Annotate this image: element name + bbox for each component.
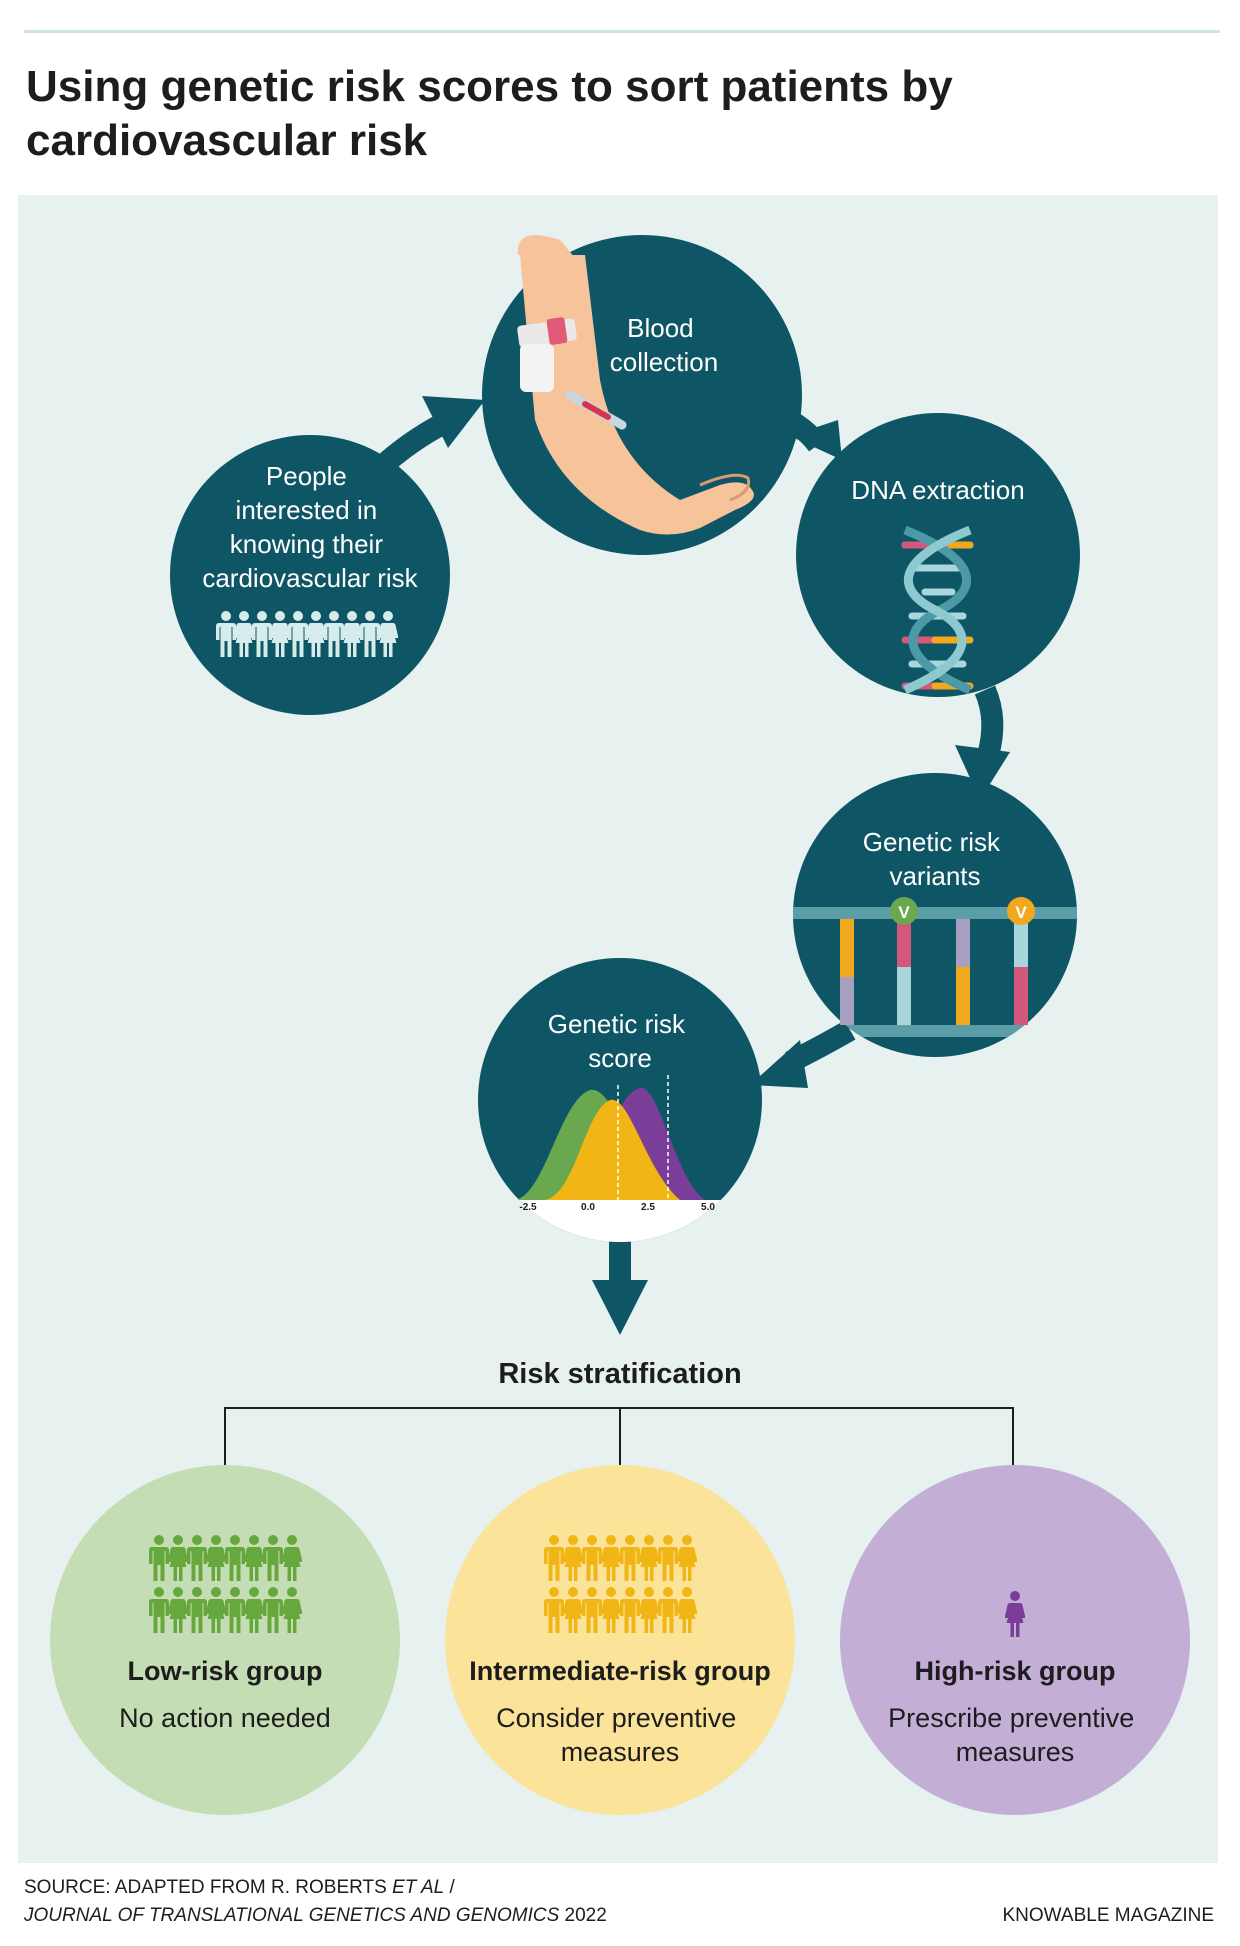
tick-label: -2.5 (519, 1202, 537, 1213)
step-blood-collection: Blood collection (482, 235, 802, 555)
variant-marker-label: V (898, 903, 910, 922)
rung (897, 967, 911, 1025)
source-line1-prefix: SOURCE: ADAPTED FROM R. ROBERTS (24, 1877, 393, 1898)
variant-marker-label: V (1015, 903, 1027, 922)
step-dna-extraction: DNA extraction (796, 413, 1080, 697)
arrow-heads (422, 396, 1010, 1335)
step-people: People interested in knowing their cardi… (170, 435, 450, 715)
arrowhead-3 (955, 745, 1010, 800)
dna-label: DNA extraction (851, 475, 1024, 505)
arrowhead-4 (750, 1040, 808, 1088)
variant-marker-green (890, 897, 918, 925)
arm-shape (520, 255, 754, 535)
blood-label: Blood collection (610, 313, 718, 377)
step-genetic-risk-score: Genetic risk score -2.5 0.0 2.5 5.0 (478, 958, 762, 1242)
arm-illustration (517, 235, 754, 535)
arrowhead-2 (790, 420, 842, 460)
source-credit: SOURCE: ADAPTED FROM R. ROBERTS ET AL / … (24, 1874, 607, 1930)
tourniquet-clip (546, 317, 568, 345)
arm-top (517, 235, 575, 258)
variant-ladder (793, 907, 1077, 1037)
ladder-rail-bottom (793, 1025, 1077, 1037)
top-rule (24, 30, 1220, 33)
page-title: Using genetic risk scores to sort patien… (26, 62, 953, 165)
intermediate-risk-title: Intermediate-risk group (469, 1656, 771, 1686)
rung (1014, 967, 1028, 1025)
low-risk-title: Low-risk group (128, 1656, 323, 1686)
rung (897, 919, 911, 967)
tick-label: 2.5 (641, 1202, 655, 1213)
mid-distribution (545, 1099, 680, 1200)
rung (956, 919, 970, 967)
group-low-risk: Low-risk group No action needed (50, 1465, 400, 1815)
low-risk-description: No action needed (119, 1703, 331, 1733)
high-risk-circle (840, 1465, 1190, 1815)
bandage (520, 344, 554, 392)
variant-marker-orange (1007, 897, 1035, 925)
group-high-risk: High-risk group Prescribe preventive mea… (840, 1465, 1190, 1815)
intermediate-risk-circle (445, 1465, 795, 1815)
source-line1-suffix: / (444, 1877, 455, 1898)
publisher-credit: KNOWABLE MAGAZINE (1002, 1905, 1215, 1926)
stratification-title: Risk stratification (498, 1358, 741, 1390)
syringe-blood (582, 401, 611, 420)
variant-markers: V V (890, 897, 1035, 925)
score-axis-ticks: -2.5 0.0 2.5 5.0 (519, 1202, 715, 1213)
rung (840, 919, 854, 977)
dna-circle (796, 413, 1080, 697)
high-risk-title: High-risk group (915, 1656, 1116, 1686)
people-label: People interested in knowing their cardi… (202, 461, 418, 593)
tick-label: 5.0 (701, 1202, 715, 1213)
group-intermediate-risk: Intermediate-risk group Consider prevent… (445, 1465, 795, 1815)
stratification-tree (224, 1407, 1014, 1465)
rung (1014, 919, 1028, 967)
variants-label: Genetic risk variants (863, 827, 1008, 891)
low-risk-circle (50, 1465, 400, 1815)
tick-label: 0.0 (581, 1202, 595, 1213)
step-genetic-risk-variants: Genetic risk variants V V (793, 773, 1077, 1057)
arrowhead-1 (422, 396, 485, 448)
arrowhead-5 (592, 1280, 648, 1335)
rung (956, 967, 970, 1025)
hand-outline (699, 473, 751, 502)
rung (840, 977, 854, 1025)
ladder-rail-top (793, 907, 1077, 919)
helix-strand-b (903, 525, 972, 695)
intermediate-risk-description: Consider preventive measures (496, 1703, 744, 1767)
source-journal: JOURNAL OF TRANSLATIONAL GENETICS AND GE… (24, 1905, 560, 1926)
high-risk-description: Prescribe preventive measures (888, 1703, 1142, 1767)
source-line1-italic: ET AL (392, 1877, 445, 1898)
score-label: Genetic risk score (548, 1009, 693, 1073)
arrow-dna-to-variants (974, 685, 1004, 759)
dna-helix (901, 525, 974, 695)
source-year: 2022 (559, 1905, 607, 1926)
variant-rungs (840, 919, 1028, 1025)
